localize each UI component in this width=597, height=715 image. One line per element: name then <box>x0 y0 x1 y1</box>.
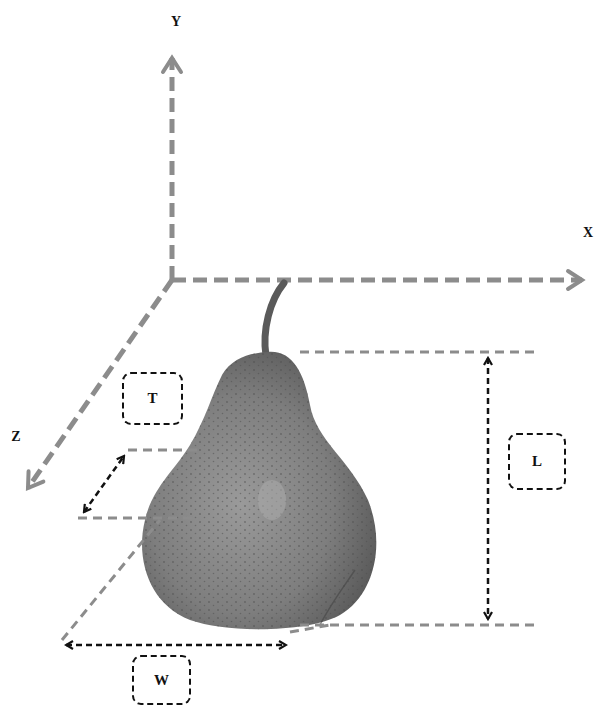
dimension-letter: W <box>154 672 169 689</box>
dimension-box: L <box>508 433 566 490</box>
pear <box>142 283 376 629</box>
dimension-box: W <box>132 655 191 705</box>
dimension-letter: L <box>532 453 542 470</box>
dimension-box: T <box>122 372 183 425</box>
axis-label: Z <box>11 429 20 445</box>
dimension-arrows <box>66 358 488 645</box>
axis-label: X <box>583 225 593 241</box>
guide-lines <box>62 352 540 640</box>
dimension-letter: T <box>147 390 157 407</box>
axis-label: Y <box>171 14 181 30</box>
